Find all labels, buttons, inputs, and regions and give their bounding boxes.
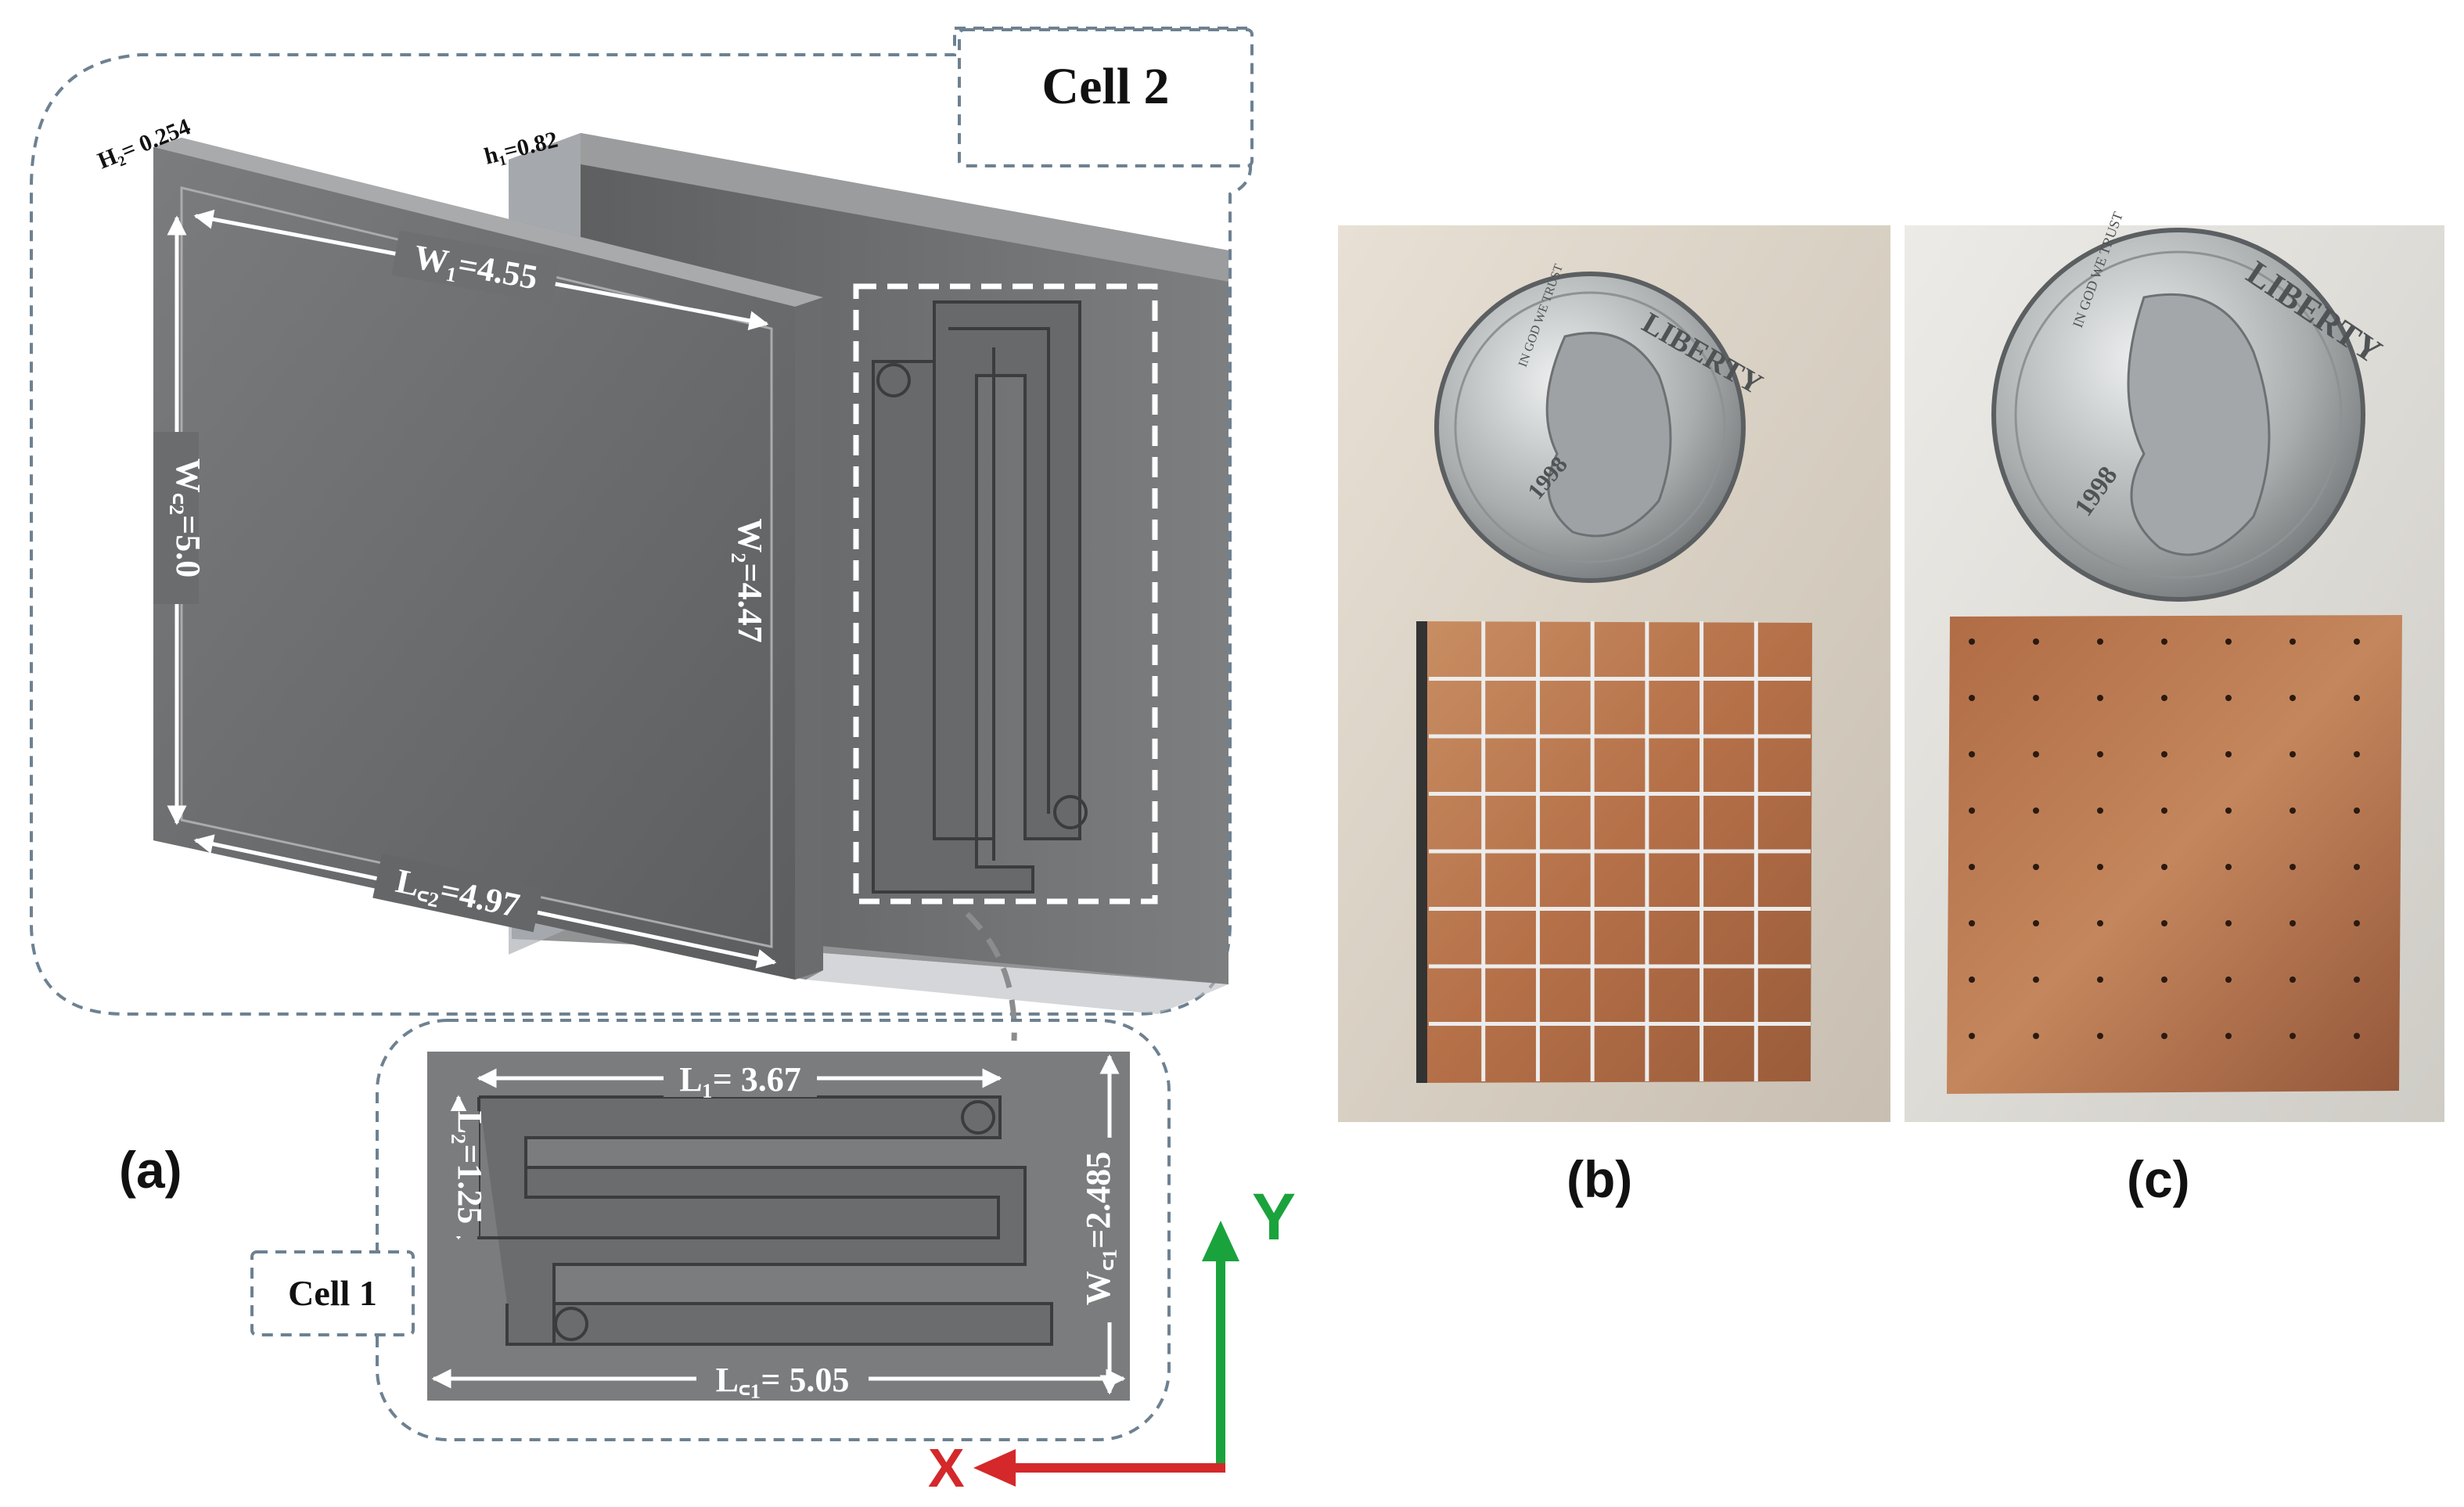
via-dot bbox=[2225, 807, 2232, 814]
panel-b-label: (b) bbox=[1567, 1150, 1632, 1208]
meander-highlight-box bbox=[853, 283, 1158, 905]
via-dot bbox=[2161, 638, 2167, 645]
via-dot bbox=[2354, 920, 2360, 926]
via-dot bbox=[2161, 864, 2167, 870]
cell1-label-box bbox=[250, 1250, 415, 1336]
coin-b: LIBERTY IN GOD WE TRUST 1998 bbox=[1434, 262, 1768, 583]
front-plate bbox=[153, 138, 823, 980]
via-dot bbox=[2033, 976, 2039, 983]
panel-a-label: (a) bbox=[119, 1141, 182, 1199]
via-dot bbox=[2354, 807, 2360, 814]
via-dot bbox=[2161, 920, 2167, 926]
l1-label: L₁= 3.67 bbox=[679, 1060, 801, 1099]
via-dot bbox=[1969, 695, 1975, 701]
via-dot bbox=[2033, 638, 2039, 645]
cell1-dashed-outline bbox=[376, 1019, 1171, 1441]
via-dot bbox=[2161, 695, 2167, 701]
cell1-via-top bbox=[961, 1100, 995, 1135]
wc2-label: W꜀₂=5.0 bbox=[169, 459, 207, 578]
via-dot bbox=[2290, 695, 2296, 701]
via-dot bbox=[2354, 638, 2360, 645]
fabricated-array-b bbox=[1416, 621, 1812, 1083]
lc1-label: L꜀₁= 5.05 bbox=[716, 1361, 850, 1399]
back-via-bottom bbox=[1053, 795, 1088, 829]
fabricated-array-c bbox=[1947, 615, 2402, 1094]
panel-b-photo: LIBERTY IN GOD WE TRUST 1998 (b) bbox=[1338, 225, 1890, 1208]
cell1-via-bottom bbox=[554, 1307, 588, 1341]
back-via-top bbox=[876, 363, 911, 397]
via-dot bbox=[2097, 976, 2103, 983]
via-dot bbox=[2290, 920, 2296, 926]
via-dot bbox=[2290, 1033, 2296, 1039]
via-dot bbox=[2097, 695, 2103, 701]
via-dot bbox=[2033, 751, 2039, 757]
via-dot bbox=[2097, 864, 2103, 870]
via-dot bbox=[1969, 976, 1975, 983]
via-dot bbox=[2290, 864, 2296, 870]
via-dot bbox=[2033, 920, 2039, 926]
via-dot bbox=[1969, 751, 1975, 757]
via-dot bbox=[2097, 920, 2103, 926]
via-dot bbox=[1969, 638, 1975, 645]
l2-label: L₂=1.25 bbox=[451, 1111, 489, 1225]
via-dot bbox=[2225, 638, 2232, 645]
via-dot bbox=[2225, 976, 2232, 983]
via-dot bbox=[2033, 807, 2039, 814]
panel-c-label: (c) bbox=[2127, 1150, 2190, 1208]
cell1-meander bbox=[477, 1095, 1053, 1346]
via-dot bbox=[1969, 920, 1975, 926]
cell2-label: Cell 2 bbox=[1041, 58, 1169, 115]
via-dot bbox=[2225, 1033, 2232, 1039]
via-dot bbox=[2033, 695, 2039, 701]
via-dot bbox=[2354, 976, 2360, 983]
via-dot bbox=[2354, 751, 2360, 757]
via-dot bbox=[1969, 1033, 1975, 1039]
via-dot bbox=[2033, 1033, 2039, 1039]
via-dot bbox=[1969, 864, 1975, 870]
via-dot bbox=[2225, 751, 2232, 757]
via-dot bbox=[2161, 976, 2167, 983]
via-dot bbox=[2033, 864, 2039, 870]
via-dot bbox=[2354, 864, 2360, 870]
via-dot bbox=[2097, 1033, 2103, 1039]
panel-a-diagram: Cell 2 H₂= 0.254 h₁ bbox=[30, 27, 1296, 1498]
zoom-connector bbox=[965, 912, 1017, 1041]
panel-c-photo: LIBERTY IN GOD WE TRUST 1998 (c) bbox=[1905, 210, 2444, 1208]
via-dot bbox=[2097, 638, 2103, 645]
via-dot bbox=[2354, 695, 2360, 701]
via-dot bbox=[2225, 864, 2232, 870]
via-dot bbox=[2161, 1033, 2167, 1039]
axis-arrows bbox=[973, 1221, 1239, 1487]
cell1-label: Cell 1 bbox=[288, 1273, 377, 1313]
back-meander-pattern bbox=[872, 300, 1081, 894]
via-dot bbox=[2097, 807, 2103, 814]
via-dot bbox=[2225, 920, 2232, 926]
via-dot bbox=[2097, 751, 2103, 757]
axis-x-label: X bbox=[928, 1437, 965, 1498]
wc1-label: W꜀₁=2.485 bbox=[1079, 1152, 1117, 1306]
via-dot bbox=[2161, 807, 2167, 814]
axis-y-label: Y bbox=[1252, 1180, 1296, 1253]
via-dot bbox=[2290, 638, 2296, 645]
via-dot bbox=[2290, 807, 2296, 814]
via-dot bbox=[2161, 751, 2167, 757]
via-dot bbox=[2290, 976, 2296, 983]
via-dot bbox=[2290, 751, 2296, 757]
cell2-dashed-outline bbox=[30, 27, 1253, 1016]
w2-label: W₂=4.47 bbox=[731, 518, 769, 642]
via-dot bbox=[2225, 695, 2232, 701]
via-dot bbox=[2354, 1033, 2360, 1039]
cell2-label-box bbox=[958, 28, 1254, 167]
via-dot bbox=[1969, 807, 1975, 814]
